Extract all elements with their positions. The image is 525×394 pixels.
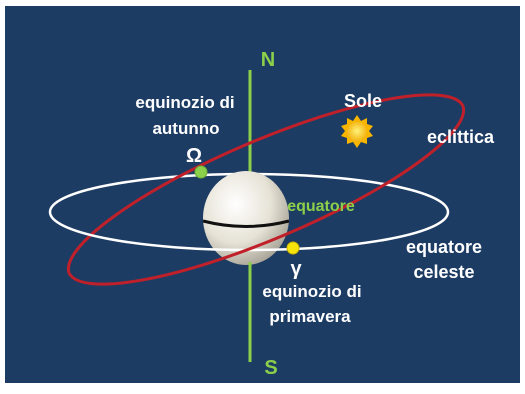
autumn-equinox-label-line2: autunno [152, 119, 219, 138]
spring-equinox-point [286, 241, 300, 255]
celestial-equator-label-line1: equatore [406, 237, 482, 257]
ecliptic-back [66, 93, 465, 274]
earth-equator-label: equatore [287, 198, 355, 215]
spring-equinox-label-line1: equinozio di [262, 282, 361, 301]
sun-icon [341, 115, 373, 148]
sun-label: Sole [344, 91, 382, 111]
ecliptic-label: eclittica [427, 127, 495, 147]
autumn-equinox-point [194, 165, 208, 179]
north-label: N [261, 49, 275, 71]
gamma-symbol: γ [290, 258, 302, 280]
spring-equinox-label-line2: primavera [269, 307, 351, 326]
south-label: S [264, 357, 277, 379]
celestial-equator-label-line2: celeste [413, 262, 474, 282]
autumn-equinox-label-line1: equinozio di [135, 93, 234, 112]
omega-symbol: Ω [186, 145, 202, 167]
ecliptic-front [67, 105, 466, 286]
earth-equator-line [202, 219, 290, 228]
